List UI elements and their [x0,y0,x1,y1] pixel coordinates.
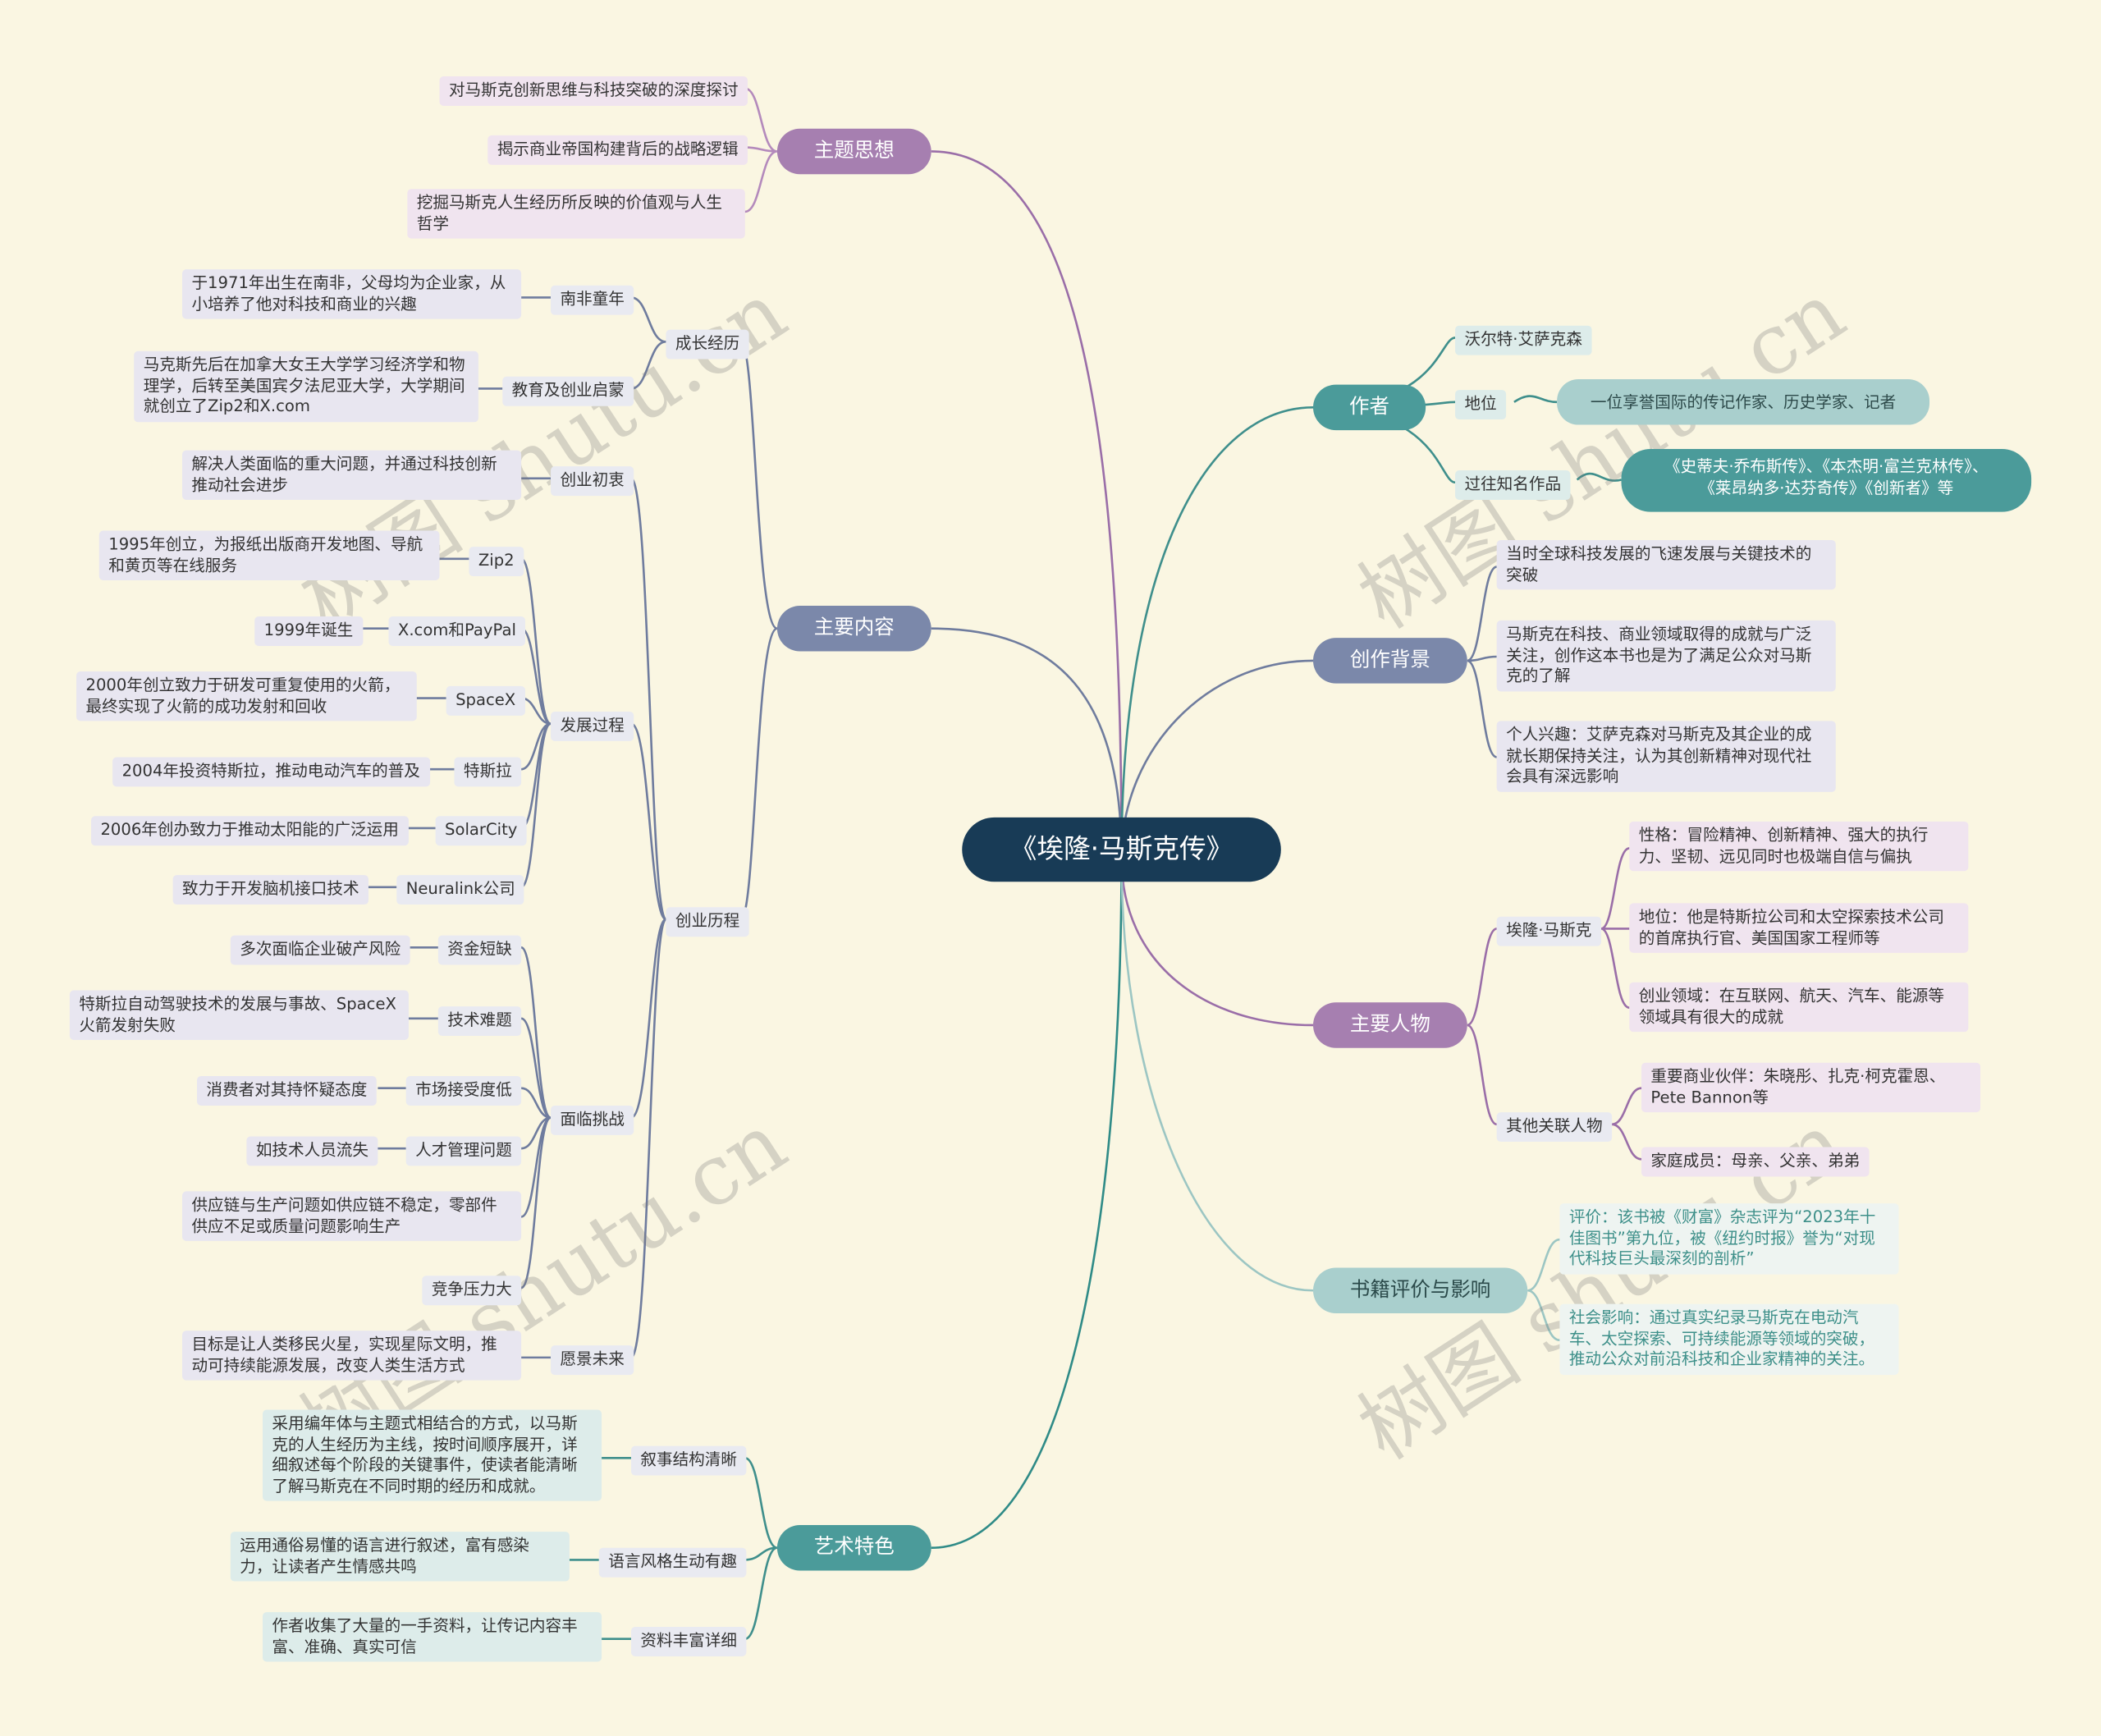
education-label[interactable]: 教育及创业启蒙 [502,376,634,405]
topic-people[interactable]: 主要人物 [1312,1002,1467,1048]
vision-label[interactable]: 愿景未来 [551,1345,634,1375]
musk-trait[interactable]: 性格：冒险精神、创新精神、强大的执行力、坚韧、远见同时也极端自信与偏执 [1629,821,1969,872]
author-works-text[interactable]: 《史蒂夫·乔布斯传》、《本杰明·富兰克林传》、《莱昂纳多·达芬奇传》《创新者》等 [1621,448,2032,512]
others-item[interactable]: 重要商业伙伴：朱晓彤、扎克·柯克霍恩、Pete Bannon等 [1641,1062,1981,1113]
topic-main-content[interactable]: 主要内容 [776,605,931,652]
others-item[interactable]: 家庭成员：母亲、父亲、弟弟 [1641,1147,1870,1176]
process-detail[interactable]: 2006年创办致力于推动太阳能的广泛运用 [91,816,409,845]
process-detail[interactable]: 1999年诞生 [254,616,363,646]
root-topic[interactable]: 《埃隆·马斯克传》 [962,817,1281,882]
childhood-text[interactable]: 于1971年出生在南非，父母均为企业家，从小培养了他对科技和商业的兴趣 [182,269,522,319]
challenge-detail[interactable]: 特斯拉自动驾驶技术的发展与事故、SpaceX火箭发射失败 [69,990,409,1040]
challenge-item[interactable]: 技术难题 [437,1006,522,1036]
process-company[interactable]: SpaceX [446,685,525,716]
growth-label[interactable]: 成长经历 [666,329,749,359]
process-company[interactable]: 特斯拉 [454,757,522,786]
process-detail[interactable]: 致力于开发脑机接口技术 [172,875,369,905]
topic-art[interactable]: 艺术特色 [776,1524,931,1571]
process-company[interactable]: SolarCity [435,816,527,845]
origin-text[interactable]: 解决人类面临的重大问题，并通过科技创新推动社会进步 [182,450,522,500]
topic-review[interactable]: 书籍评价与影响 [1312,1267,1528,1313]
origin-label[interactable]: 创业初衷 [551,466,634,496]
challenge-detail[interactable]: 多次面临企业破产风险 [230,935,410,964]
challenge-item[interactable]: 资金短缺 [437,935,522,964]
challenge-detail[interactable]: 如技术人员流失 [246,1136,378,1166]
process-company[interactable]: Zip2 [469,547,524,576]
theme-item[interactable]: 揭示商业帝国构建背后的战略逻辑 [487,135,748,164]
art-item-label[interactable]: 叙事结构清晰 [630,1445,747,1475]
challenge-detail[interactable]: 消费者对其持怀疑态度 [196,1076,377,1106]
process-detail[interactable]: 2000年创立致力于研发可重复使用的火箭，最终实现了火箭的成功发射和回收 [76,671,417,721]
background-item[interactable]: 马斯克在科技、商业领域取得的成就与广泛关注，创作这本书也是为了满足公众对马斯克的… [1496,620,1836,691]
challenge-item[interactable]: 竞争压力大 [422,1276,522,1305]
process-detail[interactable]: 1995年创立，为报纸出版商开发地图、导航和黄页等在线服务 [98,530,440,580]
author-status-text[interactable]: 一位享誉国际的传记作家、历史学家、记者 [1557,379,1930,425]
review-item[interactable]: 评价：该书被《财富》杂志评为“2023年十佳图书”第九位，被《纽约时报》誉为“对… [1559,1203,1899,1274]
theme-item[interactable]: 对马斯克创新思维与科技突破的深度探讨 [439,76,748,106]
author-status-label[interactable]: 地位 [1455,390,1507,419]
topic-background[interactable]: 创作背景 [1312,638,1467,684]
art-item-label[interactable]: 语言风格生动有趣 [598,1547,747,1577]
challenge-item[interactable]: 市场接受度低 [405,1076,522,1106]
challenge-item[interactable]: 人才管理问题 [405,1136,522,1166]
childhood-label[interactable]: 南非童年 [551,285,634,314]
education-text[interactable]: 马克斯先后在加拿大女王大学学习经济学和物理学，后转至美国宾夕法尼亚大学，大学期间… [134,350,478,422]
art-item-text[interactable]: 作者收集了大量的一手资料，让传记内容丰富、准确、真实可信 [263,1612,602,1662]
process-company[interactable]: Neuralink公司 [396,875,525,905]
review-item[interactable]: 社会影响：通过真实纪录马斯克在电动汽车、太空探索、可持续能源等领域的突破，推动公… [1559,1303,1899,1375]
art-item-text[interactable]: 运用通俗易懂的语言进行叙述，富有感染力，让读者产生情感共鸣 [230,1532,570,1582]
process-label[interactable]: 发展过程 [551,711,634,741]
art-item-label[interactable]: 资料丰富详细 [630,1627,747,1656]
venture-label[interactable]: 创业历程 [666,907,749,937]
people-others-label[interactable]: 其他关联人物 [1496,1112,1613,1142]
topic-theme[interactable]: 主题思想 [776,128,931,175]
musk-trait[interactable]: 地位：他是特斯拉公司和太空探索技术公司的首席执行官、美国国家工程师等 [1629,903,1969,953]
background-item[interactable]: 当时全球科技发展的飞速发展与关键技术的突破 [1496,539,1836,590]
author-name[interactable]: 沃尔特·艾萨克森 [1455,325,1592,355]
people-musk-label[interactable]: 埃隆·马斯克 [1496,916,1601,946]
topic-author[interactable]: 作者 [1312,384,1426,431]
background-item[interactable]: 个人兴趣：艾萨克森对马斯克及其企业的成就长期保持关注，认为其创新精神对现代社会具… [1496,721,1836,792]
author-works-label[interactable]: 过往知名作品 [1455,470,1571,500]
art-item-text[interactable]: 采用编年体与主题式相结合的方式，以马斯克的人生经历为主线，按时间顺序展开，详细叙… [263,1409,602,1501]
musk-trait[interactable]: 创业领域：在互联网、航天、汽车、能源等领域具有很大的成就 [1629,982,1969,1033]
challenges-label[interactable]: 面临挑战 [551,1105,634,1135]
process-detail[interactable]: 2004年投资特斯拉，推动电动汽车的普及 [112,757,430,786]
challenge-item[interactable]: 供应链与生产问题如供应链不稳定，零部件供应不足或质量问题影响生产 [182,1191,522,1241]
theme-item[interactable]: 挖掘马斯克人生经历所反映的价值观与人生哲学 [407,189,745,239]
process-company[interactable]: X.com和PayPal [388,616,526,646]
vision-text[interactable]: 目标是让人类移民火星，实现星际文明，推动可持续能源发展，改变人类生活方式 [182,1331,522,1381]
